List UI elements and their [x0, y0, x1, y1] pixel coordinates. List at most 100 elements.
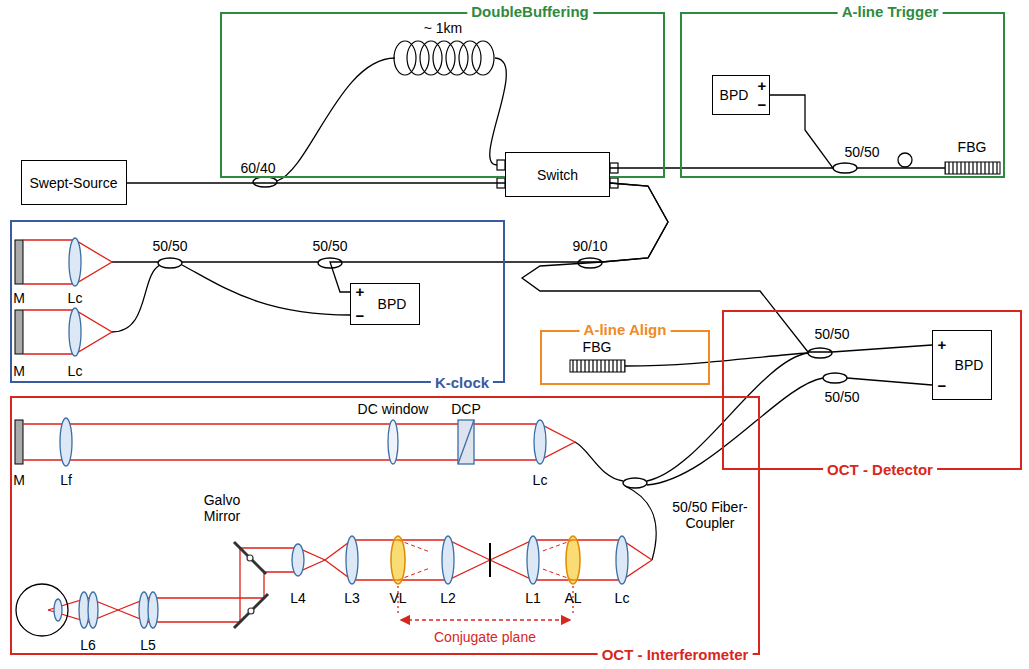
tunable-lens: [391, 536, 405, 584]
part-label: L5: [140, 637, 156, 653]
fiber-spool: [433, 41, 455, 75]
optical-fiber: [575, 442, 623, 481]
part-label: L4: [290, 590, 306, 606]
part-label: 50/50: [152, 238, 187, 254]
part-label: M: [13, 363, 25, 379]
box-label: Swept-Source: [30, 175, 118, 191]
box-label: BPD: [720, 87, 749, 103]
optical-fiber: [847, 378, 932, 385]
part-label: 50/50 Fiber-Coupler: [666, 499, 754, 531]
group-box: A-line TriggerBPD: [680, 12, 1005, 178]
polarity-sign: −: [938, 378, 947, 394]
eye: [54, 599, 62, 621]
laser-beam: [23, 310, 112, 354]
polarity-sign: +: [356, 284, 365, 300]
lens: [69, 238, 81, 286]
part-label: VL: [389, 590, 406, 606]
lens: [60, 418, 72, 466]
fiber-spool: [420, 41, 442, 75]
fiber-spool: [472, 41, 494, 75]
fiber-spool: [407, 41, 429, 75]
laser-beam: [23, 424, 575, 460]
fbg-grating: [945, 162, 1000, 174]
optical-fiber: [898, 153, 912, 167]
optical-fiber: [647, 353, 808, 481]
optical-fiber: [182, 261, 318, 262]
part-label: L1: [525, 590, 541, 606]
dispersion-prism: [458, 420, 474, 464]
group-title: A-line Trigger: [838, 3, 943, 21]
optical-fiber: [182, 265, 350, 315]
group-box: OCT - Interferometer: [10, 396, 760, 655]
part-label: 50/50: [844, 144, 879, 160]
lens: [60, 238, 628, 628]
part-label: L2: [440, 590, 456, 606]
group-box: A-line Align: [540, 330, 710, 385]
polarity-sign: +: [758, 78, 767, 94]
polarity-sign: +: [938, 337, 947, 353]
eye: [16, 584, 68, 636]
lens: [534, 420, 546, 464]
switch-port: [497, 160, 505, 170]
group-title: DoubleBuffering: [467, 3, 593, 21]
conjugate-arrow: [398, 586, 573, 620]
fiber-connector: [127, 182, 506, 183]
galvo-mirror: [234, 542, 266, 574]
fiber-spool: [394, 41, 494, 75]
group-title: OCT - Interferometer: [598, 646, 753, 664]
optical-fiber: [625, 486, 656, 560]
fiber-coupler: [833, 163, 857, 173]
part-label: Lc: [68, 363, 83, 379]
group-title: K-clock: [431, 374, 493, 392]
tunable-lens: [566, 536, 580, 584]
fiber-spool: [394, 41, 416, 75]
group-title: OCT - Detector: [823, 461, 937, 479]
lens: [292, 544, 304, 576]
part-label: 50/50: [814, 326, 849, 342]
eye: [16, 584, 68, 636]
part-label: 90/10: [572, 238, 607, 254]
device-box: Swept-Source: [21, 160, 127, 205]
box-label: BPD: [955, 357, 984, 373]
part-label: L3: [344, 590, 360, 606]
mirror: [15, 420, 23, 464]
group-title: A-line Align: [580, 321, 671, 339]
tunable-lens: [391, 536, 580, 584]
optical-fiber: [277, 58, 395, 181]
part-label: Lf: [60, 472, 72, 488]
part-label: 60/40: [240, 160, 275, 176]
part-label: DCP: [451, 401, 481, 417]
polarity-sign: −: [758, 97, 767, 113]
part-label: M: [13, 290, 25, 306]
part-label: AL: [564, 590, 581, 606]
part-label: FBG: [958, 139, 987, 155]
optical-fiber: [857, 167, 945, 168]
optical-fiber: [490, 58, 507, 165]
part-label: ~ 1km: [424, 20, 463, 36]
mirror: [15, 240, 23, 284]
mirror: [15, 240, 23, 464]
fiber-connector: [330, 183, 668, 292]
part-label: Lc: [615, 590, 630, 606]
laser-beam: [23, 240, 112, 284]
part-label: Conjugate plane: [434, 629, 536, 645]
galvo-mirror: [234, 594, 268, 628]
dispersion-prism: [458, 420, 474, 464]
fiber-coupler: [253, 177, 277, 187]
polarity-sign: −: [356, 308, 365, 324]
lens: [148, 592, 158, 628]
fiber-coupler: [823, 373, 847, 383]
lens: [346, 536, 358, 584]
optical-fiber: [112, 261, 158, 262]
part-label: 50/50: [312, 238, 347, 254]
fiber-spool: [459, 41, 481, 75]
conjugate-arrow: [401, 619, 570, 620]
fiber-connector: [522, 183, 932, 352]
device-box: Switch: [505, 152, 610, 197]
fiber-coupler: [158, 163, 857, 488]
lens: [88, 592, 98, 628]
part-label: Galvo Mirror: [196, 492, 248, 524]
alt-beam: [398, 540, 573, 580]
